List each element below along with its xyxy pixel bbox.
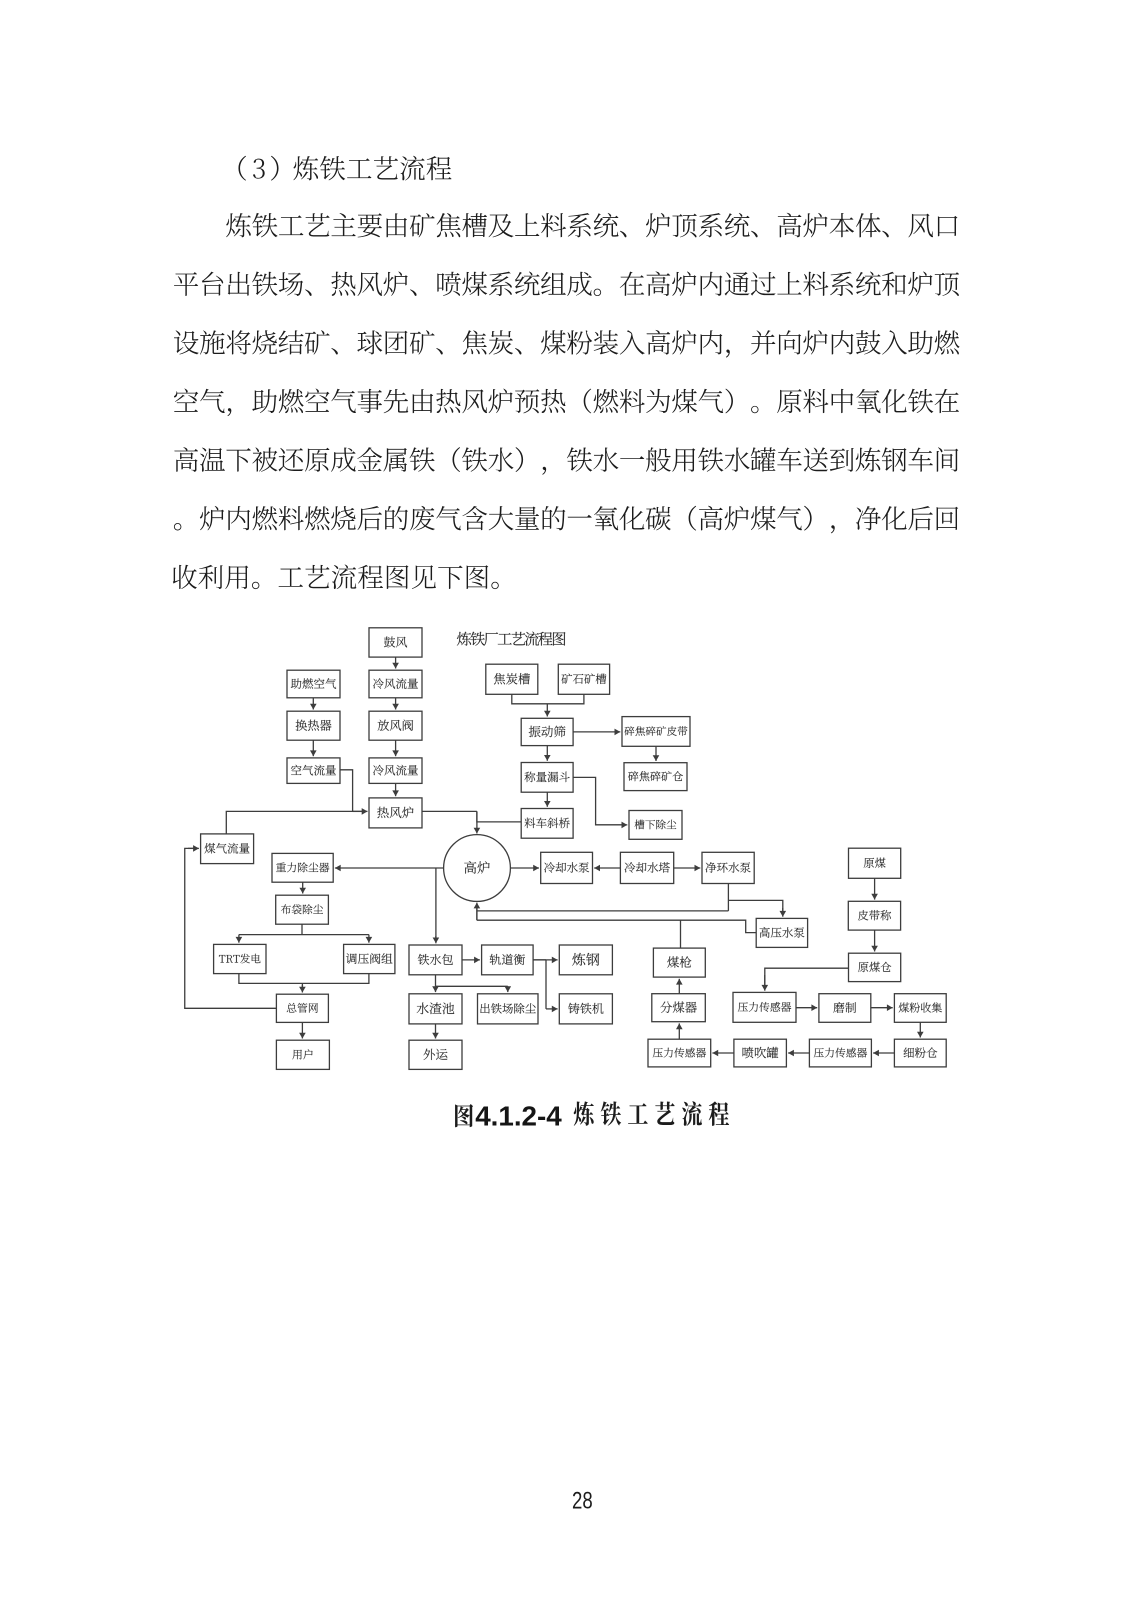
svg-text:4.1.2-4: 4.1.2-4 (475, 1100, 562, 1131)
svg-text:28: 28 (572, 1486, 593, 1514)
